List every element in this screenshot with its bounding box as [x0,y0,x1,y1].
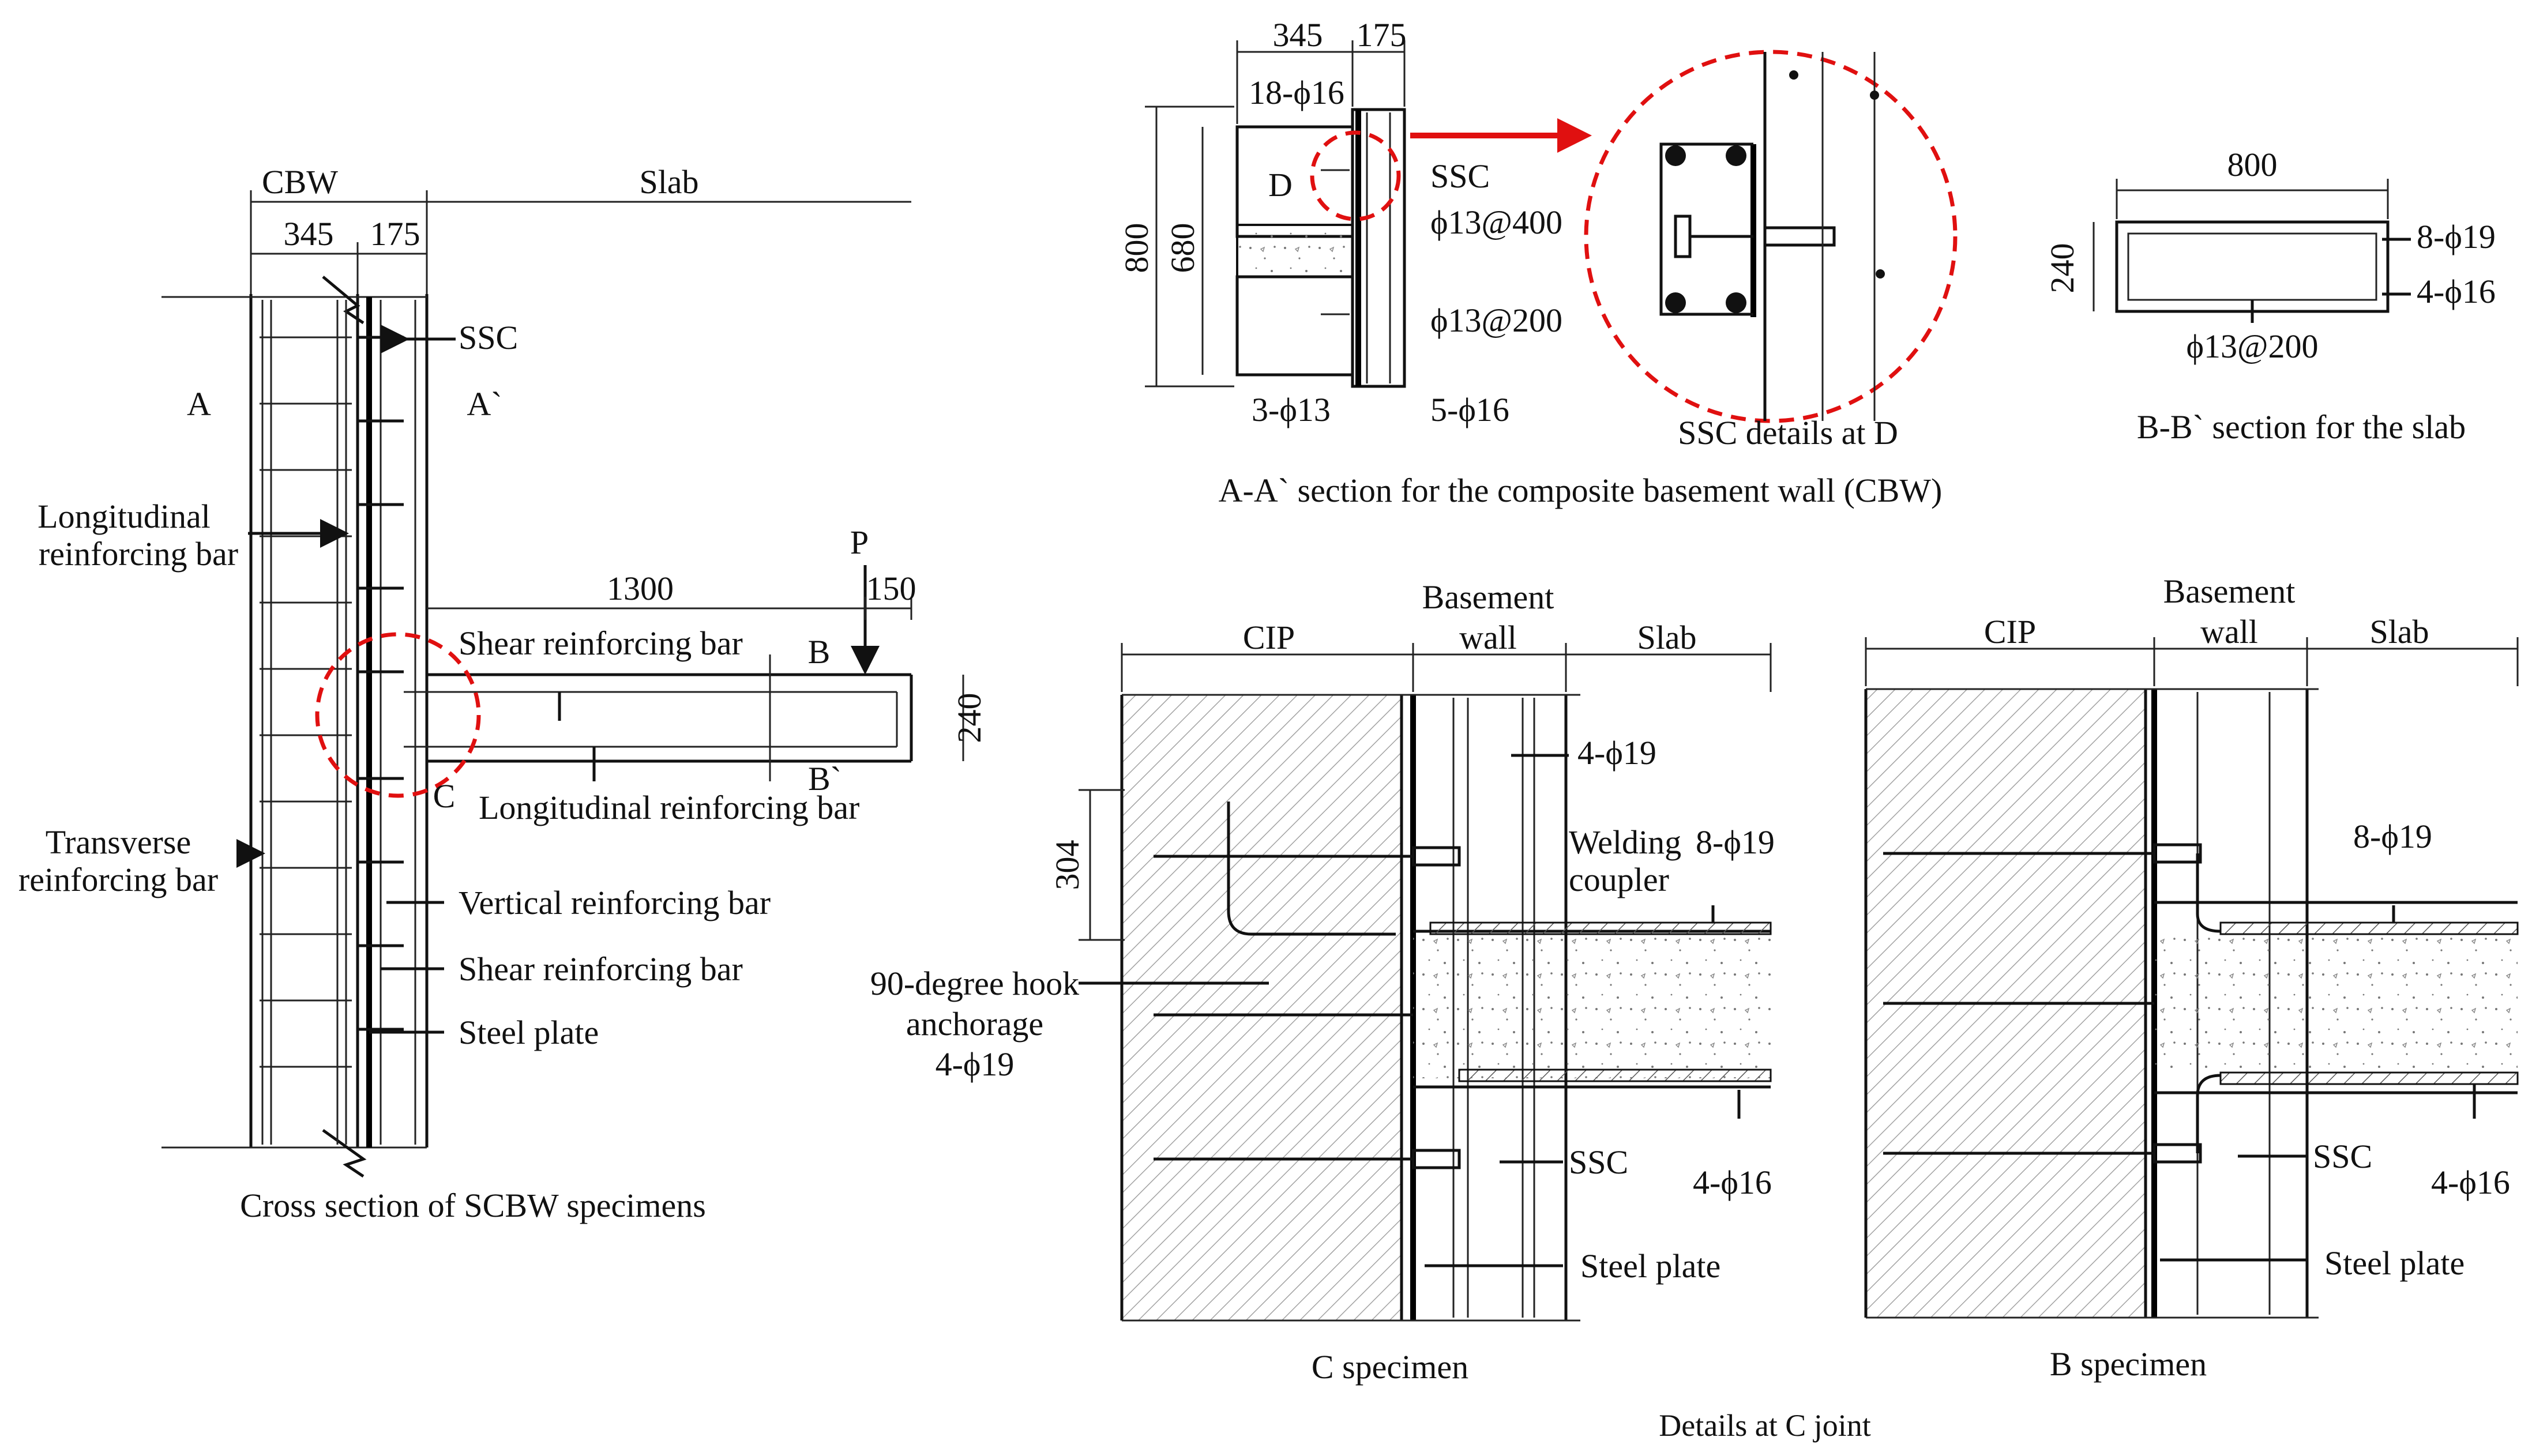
ssc-label: SSC [459,319,518,356]
bb-dim-800: 800 [2227,146,2278,183]
c-welding-1: Welding [1569,823,1681,861]
cross-section-caption: Cross section of SCBW specimens [240,1187,706,1224]
b-bar-8-19: 8-ϕ19 [2353,818,2432,855]
transverse-label-2: reinforcing bar [18,861,218,898]
c-specimen-caption: C specimen [1312,1348,1468,1386]
section-a2-label: A` [467,385,502,423]
c-steel-plate-label: Steel plate [1580,1247,1720,1285]
dim-240-label: 240 [951,693,988,743]
dim-1300-label: 1300 [607,570,674,607]
c-hook-3: 4-ϕ19 [936,1045,1015,1083]
c-welding-2: coupler [1569,861,1669,898]
b-hdr-basement-1: Basement [2163,573,2296,610]
b-specimen-caption: B specimen [2050,1345,2207,1383]
shear-bar-bottom-label: Shear reinforcing bar [459,950,743,988]
c-bar-8-19: 8-ϕ19 [1696,823,1775,861]
dim-345-label: 345 [284,215,334,253]
b-hdr-basement-2: wall [2200,613,2258,650]
vertical-bar-label: Vertical reinforcing bar [459,884,771,921]
shear-bar-top-label: Shear reinforcing bar [459,624,743,662]
dim-150-label: 150 [866,570,916,607]
dim-175-label: 175 [370,215,420,253]
aa-bar-5-16: 5-ϕ16 [1430,391,1509,428]
bb-bar-4-16: 4-ϕ16 [2417,273,2496,310]
b-ssc-label: SSC [2313,1138,2372,1175]
aa-bar-top: 18-ϕ16 [1249,74,1344,111]
aa-bar-3-13: 3-ϕ13 [1252,391,1331,428]
aa-label-d: D [1268,166,1293,204]
steel-plate-label: Steel plate [459,1014,599,1051]
c-hook-2: anchorage [906,1005,1043,1043]
aa-ssc-label: SSC [1430,157,1490,195]
bb-dim-240: 240 [2043,243,2081,294]
c-hdr-slab: Slab [1637,619,1696,656]
section-b-label: B [808,633,831,671]
bb-bar-200: ϕ13@200 [2187,328,2319,365]
c-bar-4-16: 4-ϕ16 [1693,1164,1772,1201]
section-a-label: A [187,385,211,423]
aa-dim-175: 175 [1357,16,1407,54]
load-p-label: P [850,524,869,561]
cbw-dim-label: CBW [262,163,338,201]
transverse-label-1: Transverse [46,823,191,861]
joint-caption: Details at C joint [1659,1408,1870,1443]
c-hook-1: 90-degree hook [870,965,1079,1002]
b-steel-plate-label: Steel plate [2324,1244,2465,1282]
detail-c-label: C [433,777,456,815]
c-dim-304: 304 [1049,840,1086,890]
aa-bar-200: ϕ13@200 [1430,302,1562,339]
c-bar-4-19-top: 4-ϕ19 [1577,734,1656,772]
ssc-detail-drawing [1584,50,1958,423]
c-ssc-label: SSC [1569,1143,1628,1181]
cross-section-drawing [161,190,964,1178]
b-specimen-drawing [1864,637,2519,1319]
c-hdr-basement-2: wall [1459,619,1517,656]
aa-dim-345: 345 [1273,16,1323,54]
section-b2-label: B` [808,760,842,797]
slab-dim-label: Slab [639,163,698,201]
longitudinal-label-1: Longitudinal [37,498,211,535]
bb-section-caption: B-B` section for the slab [2137,408,2466,446]
aa-section-caption: A-A` section for the composite basement … [1219,472,1943,509]
aa-dim-680: 680 [1164,223,1201,273]
b-bar-4-16: 4-ϕ16 [2431,1164,2510,1201]
b-hdr-cip: CIP [1984,613,2036,650]
bb-section-drawing [2093,179,2411,323]
aa-bar-400: ϕ13@400 [1430,204,1562,241]
bb-bar-8-19: 8-ϕ19 [2417,218,2496,255]
longitudinal-label-2: reinforcing bar [39,535,238,573]
c-hdr-basement-1: Basement [1422,578,1554,616]
aa-dim-800: 800 [1118,223,1155,273]
aa-section-drawing [1145,40,1592,388]
b-hdr-slab: Slab [2369,613,2429,650]
longitudinal-slab-label: Longitudinal reinforcing bar [479,789,859,826]
ssc-detail-caption: SSC details at D [1678,414,1898,452]
c-specimen-drawing [1079,643,1772,1322]
c-hdr-cip: CIP [1243,619,1295,656]
